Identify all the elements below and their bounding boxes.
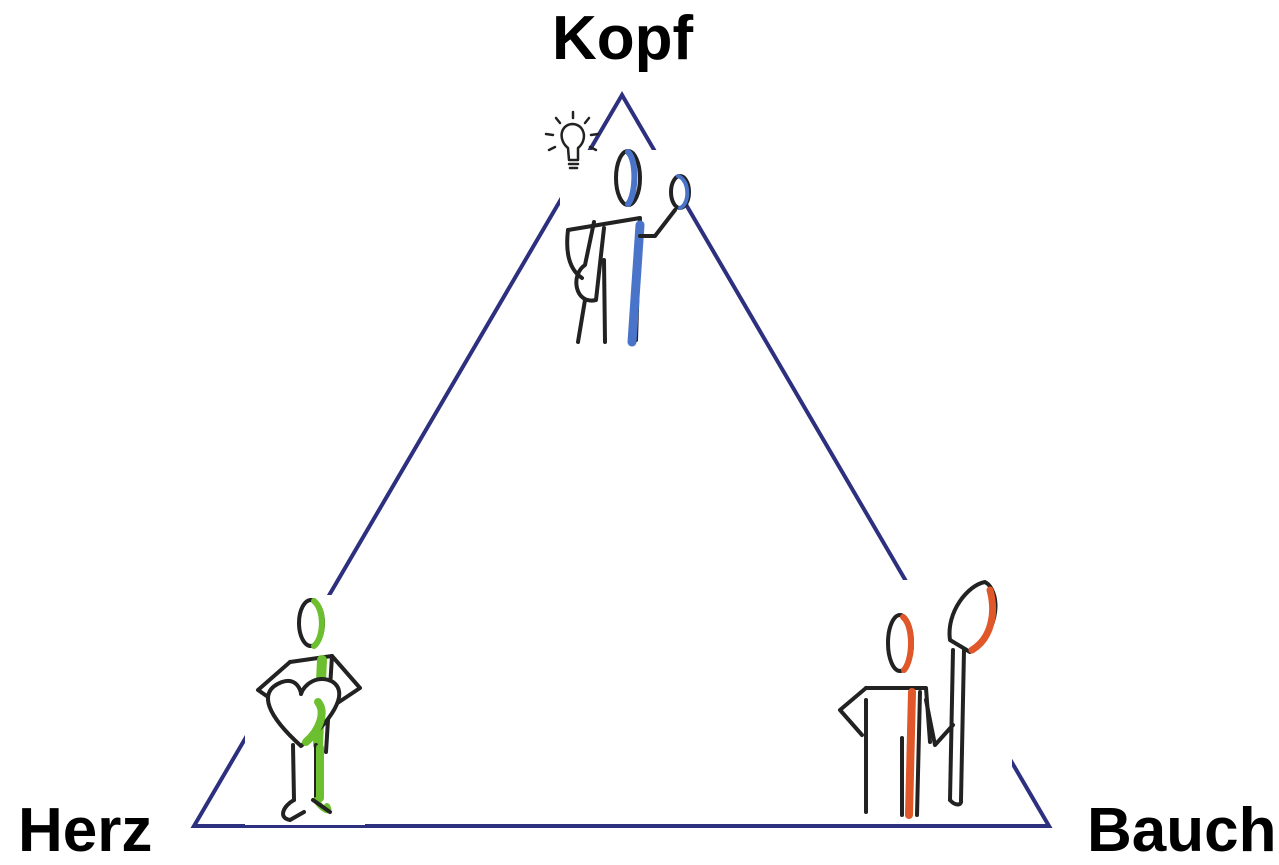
kopf-figure-icon [544,110,691,347]
label-herz: Herz [18,796,153,865]
herz-figure-icon [245,595,365,825]
label-bauch: Bauch [1087,796,1277,865]
label-kopf: Kopf [552,4,694,73]
triangle-outline [190,91,1053,828]
lightbulb-icon [544,110,600,170]
bauch-figure-icon [832,580,1012,820]
